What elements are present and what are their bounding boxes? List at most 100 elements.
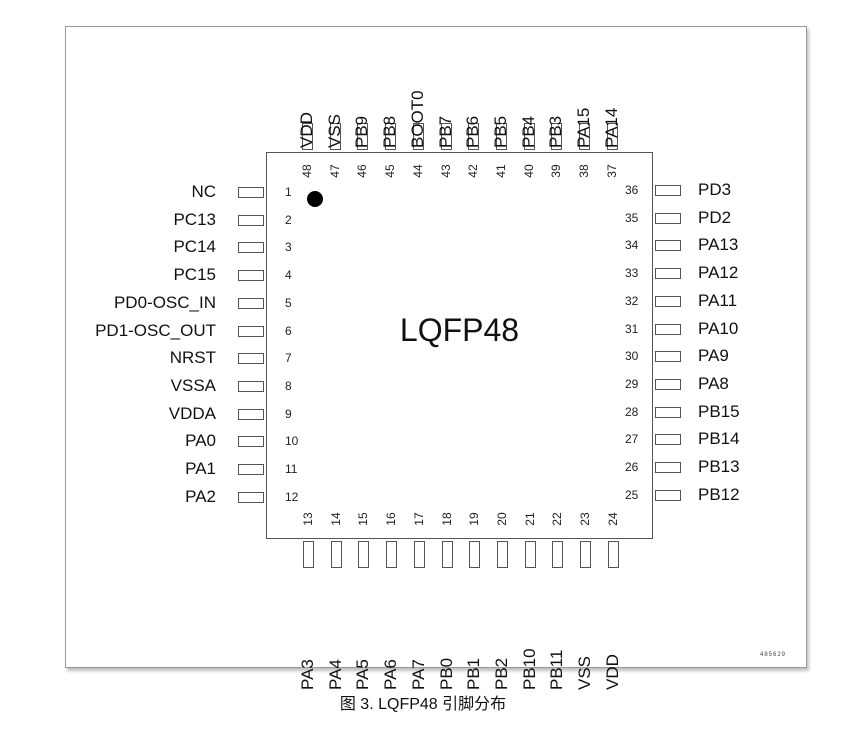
pin-pad-right <box>655 212 681 224</box>
pin-name: PD2 <box>698 207 732 227</box>
pin-name: VSS <box>575 655 594 690</box>
pin-name: VDD <box>602 654 622 690</box>
pin-name: PA1 <box>185 459 216 478</box>
pin-pad-left <box>238 353 264 365</box>
pin-name: PB6 <box>463 115 483 148</box>
pin-name: VDD <box>297 112 316 148</box>
pin-name: PB9 <box>352 115 372 148</box>
pin-number: 4 <box>285 268 292 283</box>
pin-pad-bottom <box>580 541 591 568</box>
pin-name: PA15 <box>574 107 593 148</box>
pin-pad-bottom <box>552 541 564 568</box>
pin-pad-top <box>357 123 369 150</box>
pin-number: 17 <box>411 512 426 526</box>
pin-pad-right <box>655 295 681 307</box>
pin-pad-left <box>238 270 264 282</box>
pin-number: 9 <box>285 406 292 421</box>
pin-number: 36 <box>625 183 639 197</box>
pin-name: PA7 <box>408 659 428 690</box>
pin-number: 38 <box>577 164 591 178</box>
pin-number: 13 <box>301 512 315 526</box>
pin-number: 3 <box>285 240 292 255</box>
pin-name: PA11 <box>698 290 738 310</box>
pin-pad-left <box>238 242 264 254</box>
pin-name: PC15 <box>173 265 216 285</box>
pin-number: 1 <box>285 185 292 199</box>
pin-pad-left <box>238 464 264 475</box>
pin-pad-right <box>655 489 681 501</box>
pin-pad-bottom <box>386 541 398 568</box>
pin-pad-top <box>495 123 507 150</box>
pin-pad-left <box>238 297 264 309</box>
pin-name: VSS <box>324 113 344 148</box>
pin-pad-bottom <box>330 541 342 568</box>
pin-name: PA12 <box>698 263 739 283</box>
pin-number: 6 <box>285 323 292 338</box>
pin-number: 24 <box>605 512 620 526</box>
pin-name: PB12 <box>698 484 740 504</box>
document-code: 485629 <box>760 652 787 658</box>
pin-name: PB8 <box>380 115 400 148</box>
pin-pad-left <box>238 408 264 420</box>
pin-number: 15 <box>356 512 371 526</box>
pin-name: PB7 <box>435 115 455 148</box>
pin-pad-top <box>551 123 563 150</box>
pin-number: 30 <box>625 349 639 364</box>
pin-name: PA14 <box>601 107 621 148</box>
pin-number: 18 <box>439 512 454 526</box>
figure-caption: 图 3. LQFP48 引脚分布 <box>339 696 507 713</box>
pin-number: 32 <box>625 293 639 308</box>
pin-name: PA2 <box>185 486 216 506</box>
pin-pad-top <box>412 123 424 150</box>
pin-number: 40 <box>521 164 536 178</box>
pin-name: PA8 <box>698 373 729 393</box>
pin-pad-left <box>238 187 264 198</box>
pin-pad-right <box>655 240 681 252</box>
pin-name: PA10 <box>698 318 739 338</box>
pin-pad-right <box>655 378 681 390</box>
pin-pad-top <box>385 123 397 150</box>
pin-name: PB11 <box>547 649 567 690</box>
pin-pad-bottom <box>358 541 370 568</box>
pin-name: PA4 <box>325 659 345 690</box>
pin-name: PB14 <box>698 429 740 449</box>
pin-name: PB15 <box>698 401 740 421</box>
pin-pad-bottom <box>524 541 536 568</box>
pin-name: PD0-OSC_IN <box>113 292 216 312</box>
pin-name: PA13 <box>698 235 739 255</box>
pin-pad-top <box>440 123 452 150</box>
pin-pad-right <box>655 434 681 446</box>
pin-number: 8 <box>285 378 292 393</box>
pin-number: 45 <box>383 164 398 178</box>
pin-name: PA3 <box>298 659 317 690</box>
pin-name: PB1 <box>464 657 484 690</box>
chip-body <box>266 152 653 539</box>
pin-name: PC13 <box>173 209 216 229</box>
pin-pad-top <box>579 123 590 150</box>
pin-number: 41 <box>493 164 508 178</box>
pin-name: PA0 <box>185 431 216 451</box>
pin-pad-right <box>655 406 681 418</box>
pin-number: 39 <box>549 164 564 178</box>
pin-pad-left <box>238 214 264 226</box>
pin-number: 11 <box>285 462 298 476</box>
pin-number: 16 <box>384 512 399 526</box>
pin-name: VDDA <box>168 403 216 423</box>
pin-pad-bottom <box>607 541 619 568</box>
pin-name: PC14 <box>173 237 216 257</box>
pin-pad-bottom <box>303 541 314 568</box>
pin-pad-right <box>655 462 681 473</box>
pin-pad-top <box>302 123 313 150</box>
pin-name: NRST <box>169 348 216 368</box>
pin-name: NC <box>191 182 216 201</box>
pin-number: 28 <box>625 404 639 419</box>
pin-number: 35 <box>625 210 639 225</box>
pin-name: PD3 <box>698 180 732 199</box>
pin-number: 31 <box>625 321 639 336</box>
pin-name: PA5 <box>353 659 373 690</box>
pin-number: 33 <box>625 266 639 281</box>
pin-number: 37 <box>604 164 619 178</box>
pin-number: 12 <box>285 489 299 504</box>
pin-name: PB3 <box>546 115 566 148</box>
pin-name: PB4 <box>518 115 538 148</box>
